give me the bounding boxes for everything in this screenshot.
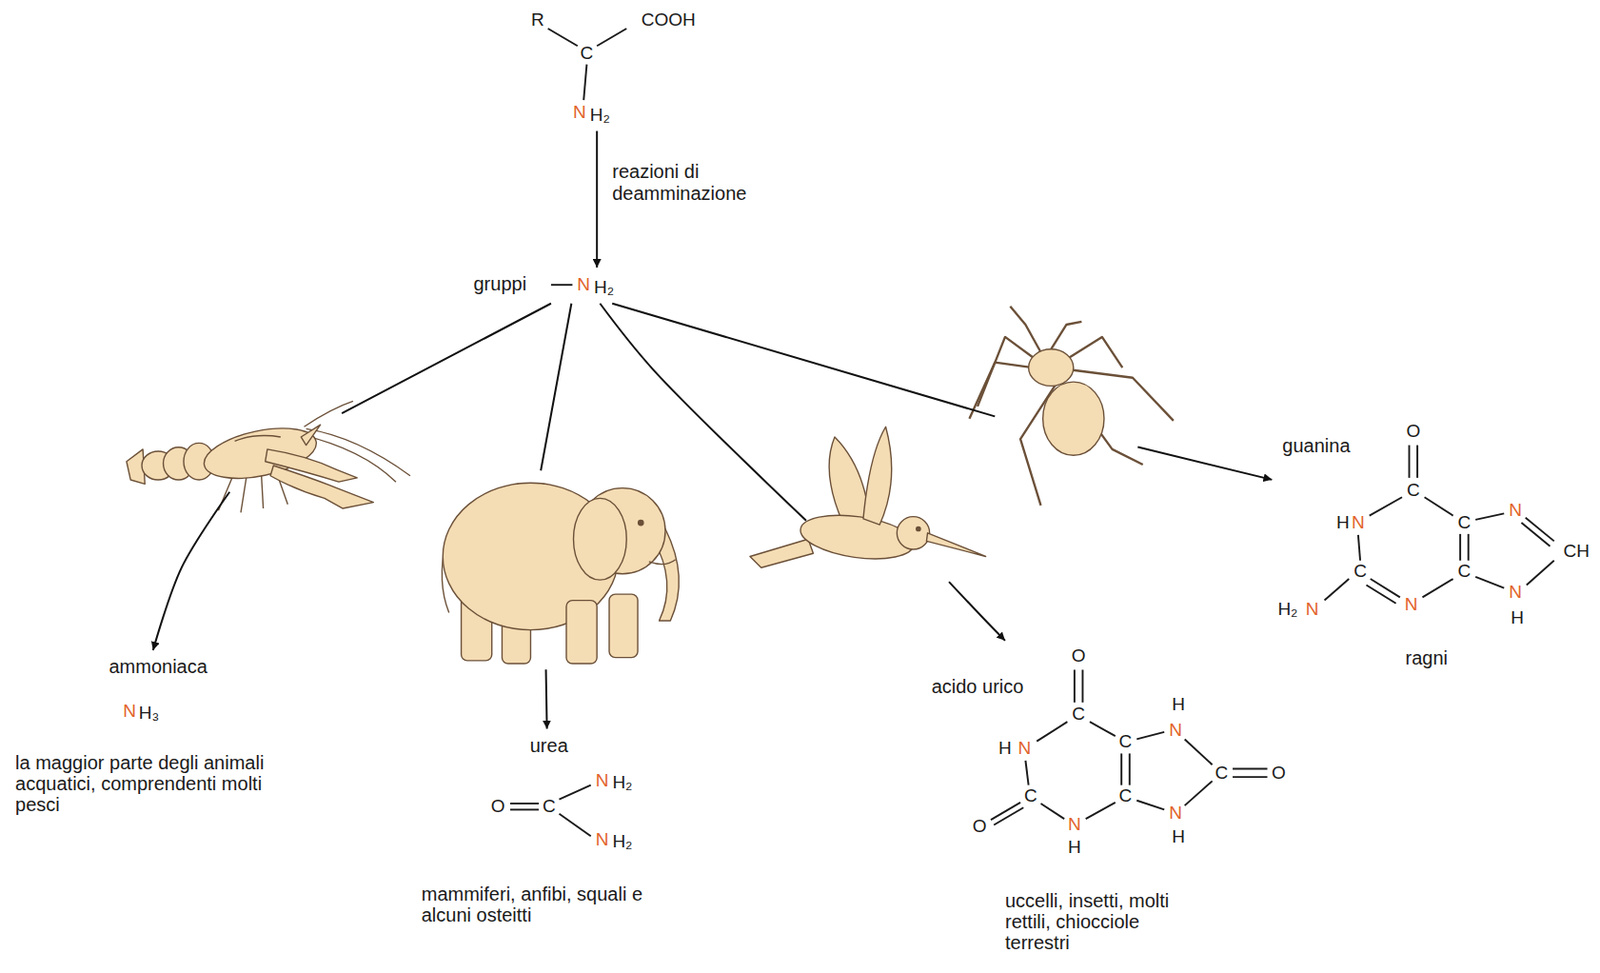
atom-symbol: H₂	[612, 831, 633, 852]
hummingbird-figure	[750, 426, 987, 568]
atom-symbol: C	[1458, 512, 1472, 533]
organism-list: uccelli, insetti, molti rettili, chiocci…	[1005, 889, 1192, 953]
arrow-connector	[540, 303, 572, 730]
crayfish-figure	[126, 400, 411, 513]
atom-symbol: H₂	[593, 277, 614, 298]
atom-symbol: C	[1353, 561, 1367, 582]
atom-symbol: C	[1119, 731, 1133, 752]
atom-symbol: O	[1271, 762, 1286, 783]
compound-name: ragni	[1404, 647, 1447, 669]
arrow-connector	[153, 303, 552, 651]
atom-symbol: H₂	[590, 105, 611, 126]
compound-group: R C COOH NH₂	[525, 4, 702, 132]
atom-symbol: C	[1071, 704, 1086, 725]
arrow-connector	[599, 303, 1006, 641]
compound-group: ammoniacaNH₃ la maggior parte degli anima…	[9, 650, 271, 821]
nitrogen-symbol: N	[1404, 593, 1419, 614]
chemical-bonds	[510, 28, 1555, 836]
nitrogen-symbol: N	[1508, 500, 1522, 521]
atom-symbol: H₂	[1277, 599, 1298, 620]
compound-name: urea	[530, 734, 569, 756]
atom-symbol: R	[531, 10, 545, 31]
nitrogen-symbol: N	[1351, 512, 1365, 533]
atom-symbol: COOH	[641, 10, 696, 31]
compound-group: guaninaOHNCCNCHH₂NCNCNHragni	[1271, 415, 1596, 674]
nitrogen-symbol: N	[122, 701, 137, 722]
atom-symbol: H	[1171, 827, 1186, 848]
organism-list: mammiferi, anfibi, squali e alcuni ostei…	[421, 883, 649, 926]
atom-symbol: O	[491, 795, 506, 816]
atom-symbol: C	[580, 42, 594, 63]
nitrogen-symbol: N	[576, 275, 591, 296]
nitrogen-symbol: N	[1305, 599, 1320, 620]
atom-symbol: O	[972, 816, 988, 837]
atom-symbol: C	[1024, 786, 1038, 807]
atom-symbol: H	[1336, 512, 1350, 533]
nitrogen-symbol: N	[1168, 803, 1183, 824]
atom-symbol: H	[1510, 607, 1524, 628]
compound-group: acido uricoOHNCHNCCOCOCNHNHuccelli, inse…	[926, 640, 1292, 959]
organism-list: la maggior parte degli animali acquatici…	[15, 751, 265, 815]
nitrogen-symbol: N	[1017, 737, 1031, 758]
compound-name: gruppi	[473, 273, 527, 295]
arrow-connector	[595, 131, 598, 268]
nitrogen-symbol: N	[595, 829, 610, 850]
atom-symbol: CH	[1563, 540, 1590, 561]
compound-name: acido urico	[931, 675, 1025, 697]
compound-group: ureaOCNH₂NH₂mammiferi, anfibi, squali e …	[415, 729, 654, 932]
compound-group: gruppi NH₂	[468, 267, 621, 304]
nitrogen-symbol: N	[1067, 814, 1082, 835]
atom-symbol: H	[1067, 836, 1082, 857]
compound-name: ammoniaca	[108, 655, 207, 677]
atom-symbol: C	[1406, 479, 1421, 500]
spider-figure	[968, 306, 1173, 506]
atom-symbol: C	[542, 795, 556, 816]
atom-symbol: C	[1214, 762, 1228, 783]
atom-symbol: C	[1458, 561, 1472, 582]
atom-symbol: C	[1119, 786, 1133, 807]
edge-label: reazioni di deamminazione	[612, 160, 765, 205]
atom-symbol: H₃	[138, 703, 159, 724]
arrow-connector	[612, 303, 1272, 480]
compound-name: guanina	[1282, 434, 1350, 456]
atom-symbol: H₂	[612, 772, 633, 793]
elephant-figure	[441, 482, 679, 664]
nitrogen-symbol: N	[1168, 719, 1183, 740]
nitrogen-symbol: N	[1508, 581, 1522, 602]
atom-symbol: H	[998, 737, 1012, 758]
nitrogen-symbol: N	[595, 770, 610, 791]
nitrogen-symbol: N	[572, 101, 587, 122]
atom-symbol: H	[1171, 693, 1186, 714]
atom-symbol: O	[1071, 646, 1087, 667]
atom-symbol: O	[1405, 421, 1421, 442]
